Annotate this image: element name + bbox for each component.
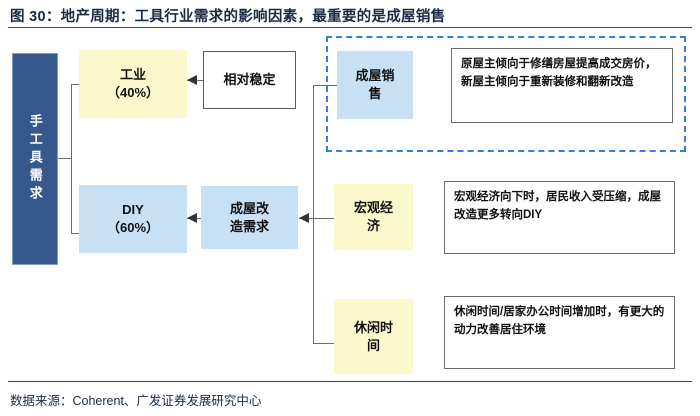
node-industrial-share: （40%） bbox=[106, 85, 160, 100]
source-note: 数据来源：Coherent、广发证券发展研究中心 bbox=[10, 394, 262, 408]
node-home-remodel-demand: 成屋改 造需求 bbox=[201, 186, 298, 249]
connector-trunk-to-sales bbox=[313, 85, 337, 86]
connector-factors-trunk bbox=[313, 85, 314, 344]
footer-divider bbox=[8, 381, 692, 382]
node-existing-home-sales-line2: 售 bbox=[368, 86, 382, 101]
highlight-region-home-sales bbox=[326, 36, 686, 152]
node-leisure-time: 休闲时 间 bbox=[334, 299, 413, 374]
node-existing-home-sales-line1: 成屋销 bbox=[355, 68, 395, 84]
description-existing-home-sales: 原屋主倾向于修缮房屋提高成交房价，新屋主倾向于重新装修和翻新改造 bbox=[451, 48, 673, 123]
node-home-remodel-line1: 成屋改 bbox=[229, 200, 269, 216]
connector-root-to-industry bbox=[71, 84, 80, 85]
node-existing-home-sales: 成屋销 售 bbox=[337, 51, 413, 119]
description-macro-economy: 宏观经济向下时，居民收入受压缩，成屋改造更多转向DIY bbox=[444, 181, 675, 254]
node-diy-segment: DIY （60%） bbox=[79, 185, 187, 253]
node-diy-share: （60%） bbox=[106, 220, 160, 235]
arrow-factors-to-remodel-icon bbox=[299, 212, 309, 223]
connector-root-vertical bbox=[71, 84, 72, 234]
arrow-remodel-to-diy-icon bbox=[187, 212, 197, 223]
node-macro-economy: 宏观经 济 bbox=[334, 184, 413, 250]
page-title: 图 30：地产周期：工具行业需求的影响因素，最重要的是成屋销售 bbox=[10, 9, 446, 25]
connector-factors-to-remodel bbox=[299, 218, 334, 219]
connector-trunk-to-leisure bbox=[313, 343, 335, 344]
node-leisure-time-line1: 休闲时 bbox=[353, 319, 393, 335]
node-macro-economy-line1: 宏观经 bbox=[353, 200, 393, 216]
node-hand-tool-demand: 手工具需求 bbox=[12, 53, 58, 265]
node-industrial-label: 工业 bbox=[119, 67, 146, 83]
node-diy-label: DIY bbox=[122, 202, 144, 218]
node-leisure-time-line2: 间 bbox=[366, 337, 380, 353]
node-industrial-segment: 工业 （40%） bbox=[79, 50, 187, 118]
node-macro-economy-line2: 济 bbox=[366, 218, 380, 233]
arrow-stable-to-industry-icon bbox=[187, 74, 197, 85]
description-leisure-time: 休闲时间/居家办公时间增加时，有更大的动力改善居住环境 bbox=[444, 296, 675, 369]
title-divider bbox=[8, 27, 692, 28]
connector-root-to-diy bbox=[71, 233, 80, 234]
connector-root-stub bbox=[58, 158, 72, 159]
node-home-remodel-line2: 造需求 bbox=[229, 218, 269, 234]
node-relatively-stable: 相对稳定 bbox=[203, 51, 296, 109]
